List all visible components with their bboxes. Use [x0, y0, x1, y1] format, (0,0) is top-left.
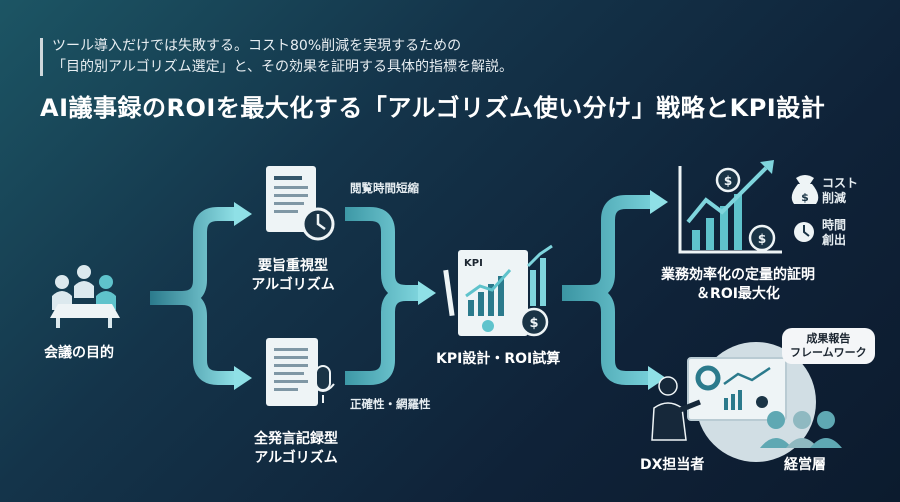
branch-arrows-left: [150, 207, 236, 385]
arrowhead-summary: [234, 202, 252, 226]
arrow-full-to-kpi: [345, 287, 420, 385]
arrow-summary-to-kpi: [345, 207, 420, 299]
kpi-label: KPI設計・ROI試算: [436, 351, 561, 367]
money-bag-icon: $: [791, 175, 819, 204]
full-record-note: 正確性・網羅性: [350, 397, 431, 411]
arrow-to-outcome: [562, 195, 652, 299]
arrowhead-report: [648, 366, 666, 390]
presentation-scene: [651, 342, 842, 462]
svg-text:$: $: [724, 174, 732, 188]
meeting-icon: [50, 265, 120, 328]
subtitle-line-1: ツール導入だけでは失敗する。コスト80%削減を実現するための: [52, 38, 462, 54]
svg-text:$: $: [758, 232, 766, 246]
arrowhead-outcome: [650, 190, 668, 214]
outcome-line-2: ＆ROI最大化: [696, 286, 780, 302]
arrow-to-summary: [150, 207, 236, 305]
svg-text:$: $: [801, 191, 809, 204]
subtitle: ツール導入だけでは失敗する。コスト80%削減を実現するための 「目的別アルゴリズ…: [52, 36, 513, 78]
svg-text:KPI: KPI: [464, 258, 483, 269]
bubble-line-2: フレームワーク: [790, 346, 867, 359]
benefit-time: 時間 創出: [822, 218, 846, 248]
arrow-to-fullrecord: [150, 291, 236, 385]
summary-note: 閲覧時間短縮: [350, 181, 419, 195]
outcome-line-1: 業務効率化の定量的証明: [661, 267, 815, 283]
benefit-cost-line-1: コスト: [822, 176, 859, 190]
svg-text:$: $: [529, 316, 538, 331]
growth-chart-icon: $ $: [678, 160, 782, 254]
full-record-algo-line-1: 全発言記録型: [254, 431, 338, 447]
kpi-report-icon: KPI $: [443, 244, 553, 337]
summary-algo-line-1: 要旨重視型: [258, 258, 328, 274]
merge-arrows: [345, 207, 420, 385]
arrowhead-kpi: [418, 281, 436, 305]
full-record-document-icon: [266, 338, 335, 406]
arrow-to-report: [562, 287, 650, 385]
benefit-time-line-1: 時間: [822, 218, 847, 232]
summary-algo-label: 要旨重視型 アルゴリズム: [248, 257, 338, 295]
page-title: AI議事録のROIを最大化する「アルゴリズム使い分け」戦略とKPI設計: [40, 94, 826, 122]
benefit-cost: コスト 削減: [822, 176, 858, 206]
clock-icon: [794, 222, 814, 242]
summary-algo-line-2: アルゴリズム: [251, 277, 335, 293]
subtitle-line-2: 「目的別アルゴリズム選定」と、その効果を証明する具体的指標を解説。: [52, 59, 514, 75]
audience-label: 経営層: [784, 457, 826, 473]
arrowhead-fullrecord: [234, 366, 252, 390]
subtitle-accent-bar: [40, 38, 43, 76]
outcome-arrows: [562, 195, 652, 385]
full-record-algo-line-2: アルゴリズム: [254, 450, 338, 466]
benefit-cost-line-2: 削減: [822, 191, 847, 205]
bubble-line-1: 成果報告: [806, 332, 851, 345]
summary-document-icon: [266, 166, 335, 241]
presenter-label: DX担当者: [640, 457, 705, 473]
full-record-algo-label: 全発言記録型 アルゴリズム: [236, 430, 356, 468]
outcome-label: 業務効率化の定量的証明 ＆ROI最大化: [648, 266, 828, 304]
start-label: 会議の目的: [44, 345, 114, 361]
benefit-time-line-2: 創出: [822, 233, 847, 247]
report-framework-bubble: 成果報告 フレームワーク: [782, 328, 875, 364]
